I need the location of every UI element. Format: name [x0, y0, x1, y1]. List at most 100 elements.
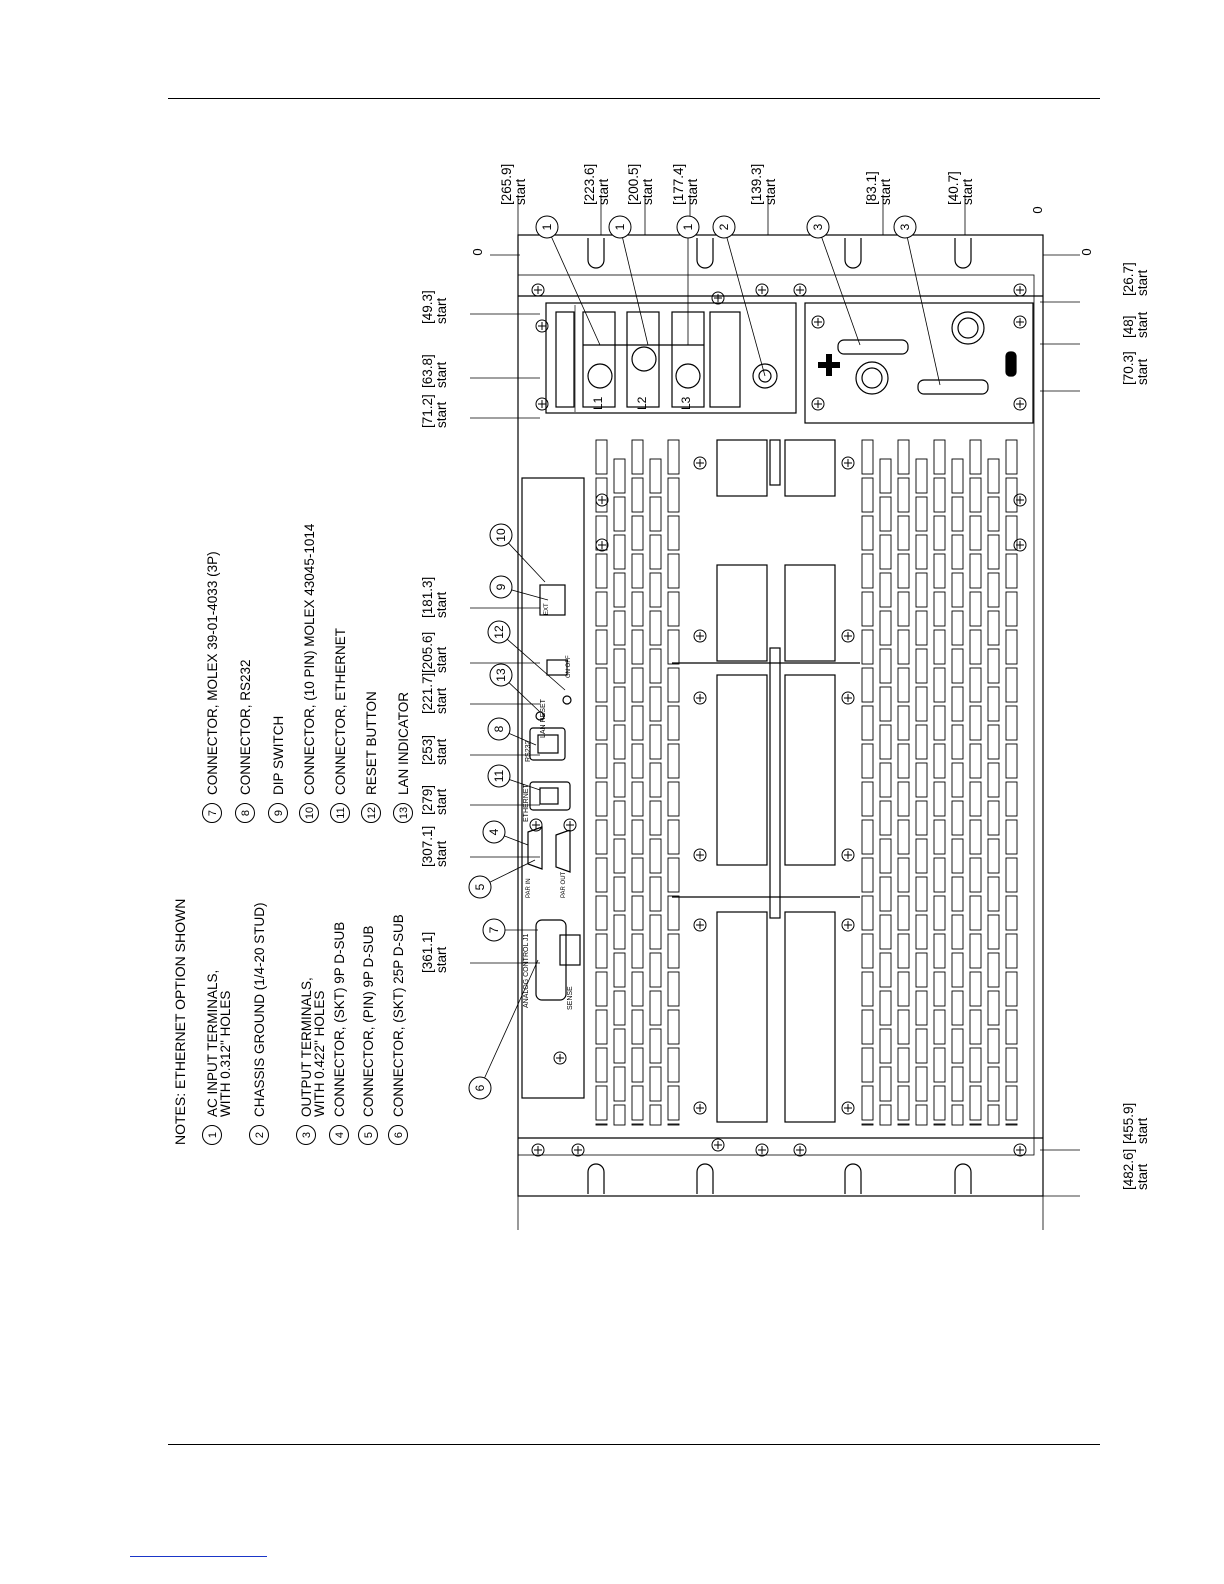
callout-2: 2 [712, 215, 766, 377]
vent-slot [631, 781, 644, 817]
vent-slot [649, 458, 662, 494]
callout-6: 6 [468, 959, 539, 1100]
vent-slot [933, 1085, 946, 1121]
vent-slot [861, 1009, 874, 1045]
vent-slot [897, 515, 910, 551]
dimension-label: [26.7]start [1121, 262, 1150, 296]
vent-slot [595, 477, 608, 513]
ext-label: EXT [544, 603, 550, 615]
note-number: 4 [334, 1132, 346, 1138]
ethernet-connector-icon [529, 781, 571, 811]
vent-slot [1005, 781, 1018, 817]
note-number-circle [388, 1125, 408, 1145]
vent-slot [667, 667, 680, 703]
vent-slot [649, 572, 662, 608]
vent-slot [861, 477, 874, 513]
dimension-label: [455.9]start [1121, 1103, 1150, 1144]
vent-slot [595, 743, 608, 779]
vent-slot [969, 743, 982, 779]
note-text: CONNECTOR, (SKT) 25P D-SUB [391, 914, 406, 1117]
dimension-mm: [205.6] [420, 632, 435, 673]
vent-slot [951, 876, 964, 912]
vent-slot [631, 819, 644, 855]
dimension-mm: [181.3] [420, 577, 435, 618]
screw-icon [531, 1143, 545, 1157]
vent-slot [631, 1123, 644, 1126]
vent-slot [933, 629, 946, 665]
vent-slot [613, 952, 626, 988]
screw-icon [563, 818, 577, 832]
vent-slot [1005, 705, 1018, 741]
vent-slot [649, 876, 662, 912]
dimension-in: start [1135, 1163, 1150, 1190]
screw-icon [841, 918, 855, 932]
footer-link[interactable] [130, 1556, 267, 1557]
vent-slot [915, 534, 928, 570]
note-text: AC INPUT TERMINALS, [205, 970, 220, 1117]
dimension-label: [181.3]start [420, 577, 449, 618]
vent-slot [933, 553, 946, 589]
dimension-in: start [1135, 269, 1150, 296]
vent-slot [915, 610, 928, 646]
sense-connector-icon [559, 934, 581, 966]
note-number-circle [235, 803, 255, 823]
vent-slot [861, 629, 874, 665]
vent-slot [613, 686, 626, 722]
vent-slot [933, 857, 946, 893]
vent-slot [897, 705, 910, 741]
vent-slot [649, 1066, 662, 1102]
vent-slot [897, 781, 910, 817]
vent-slot [861, 895, 874, 931]
vent-slot [1005, 1047, 1018, 1083]
vent-slot [897, 1123, 910, 1126]
screw-icon [811, 397, 825, 411]
vent-slot [861, 439, 874, 475]
zero-label: 0 [1030, 206, 1045, 213]
vent-slot [595, 971, 608, 1007]
vent-slot [933, 1047, 946, 1083]
callout-3: 3 [893, 215, 941, 386]
vent-slot [987, 648, 1000, 684]
dimension-label: [221.7]start [420, 673, 449, 714]
vent-slot [951, 914, 964, 950]
callout-3: 3 [806, 215, 861, 346]
vent-slot [649, 914, 662, 950]
note-number-circle [361, 803, 381, 823]
vent-slot [649, 762, 662, 798]
vent-slot [987, 1066, 1000, 1102]
callout-number: 13 [494, 668, 508, 682]
vent-slot [951, 458, 964, 494]
vent-slot [667, 1047, 680, 1083]
vent-slot [987, 534, 1000, 570]
vent-slot [595, 629, 608, 665]
vent-slot [595, 439, 608, 475]
note-number-circle [296, 1125, 316, 1145]
callout-number: 12 [492, 625, 506, 639]
note-number-circle [330, 803, 350, 823]
vent-slot [631, 591, 644, 627]
vent-slot [933, 743, 946, 779]
vent-slot [631, 439, 644, 475]
vent-slot [987, 686, 1000, 722]
vent-slot [613, 762, 626, 798]
par-in-label: PAR IN [526, 878, 532, 898]
vent-slot [667, 439, 680, 475]
vent-slot [969, 439, 982, 475]
vent-slot [595, 857, 608, 893]
screw-icon [529, 818, 543, 832]
vent-slot [649, 800, 662, 836]
vent-slot [915, 648, 928, 684]
dimension-in: start [640, 178, 655, 205]
vent-slot [969, 933, 982, 969]
vent-slot [667, 1009, 680, 1045]
vent-slot [1005, 933, 1018, 969]
vent-slot [897, 477, 910, 513]
callout-12: 12 [487, 620, 566, 691]
vent-slot [649, 686, 662, 722]
screw-icon [531, 283, 545, 297]
note-number: 13 [398, 807, 410, 819]
vent-slot [595, 819, 608, 855]
vent-slot [879, 914, 892, 950]
vent-slot [613, 496, 626, 532]
